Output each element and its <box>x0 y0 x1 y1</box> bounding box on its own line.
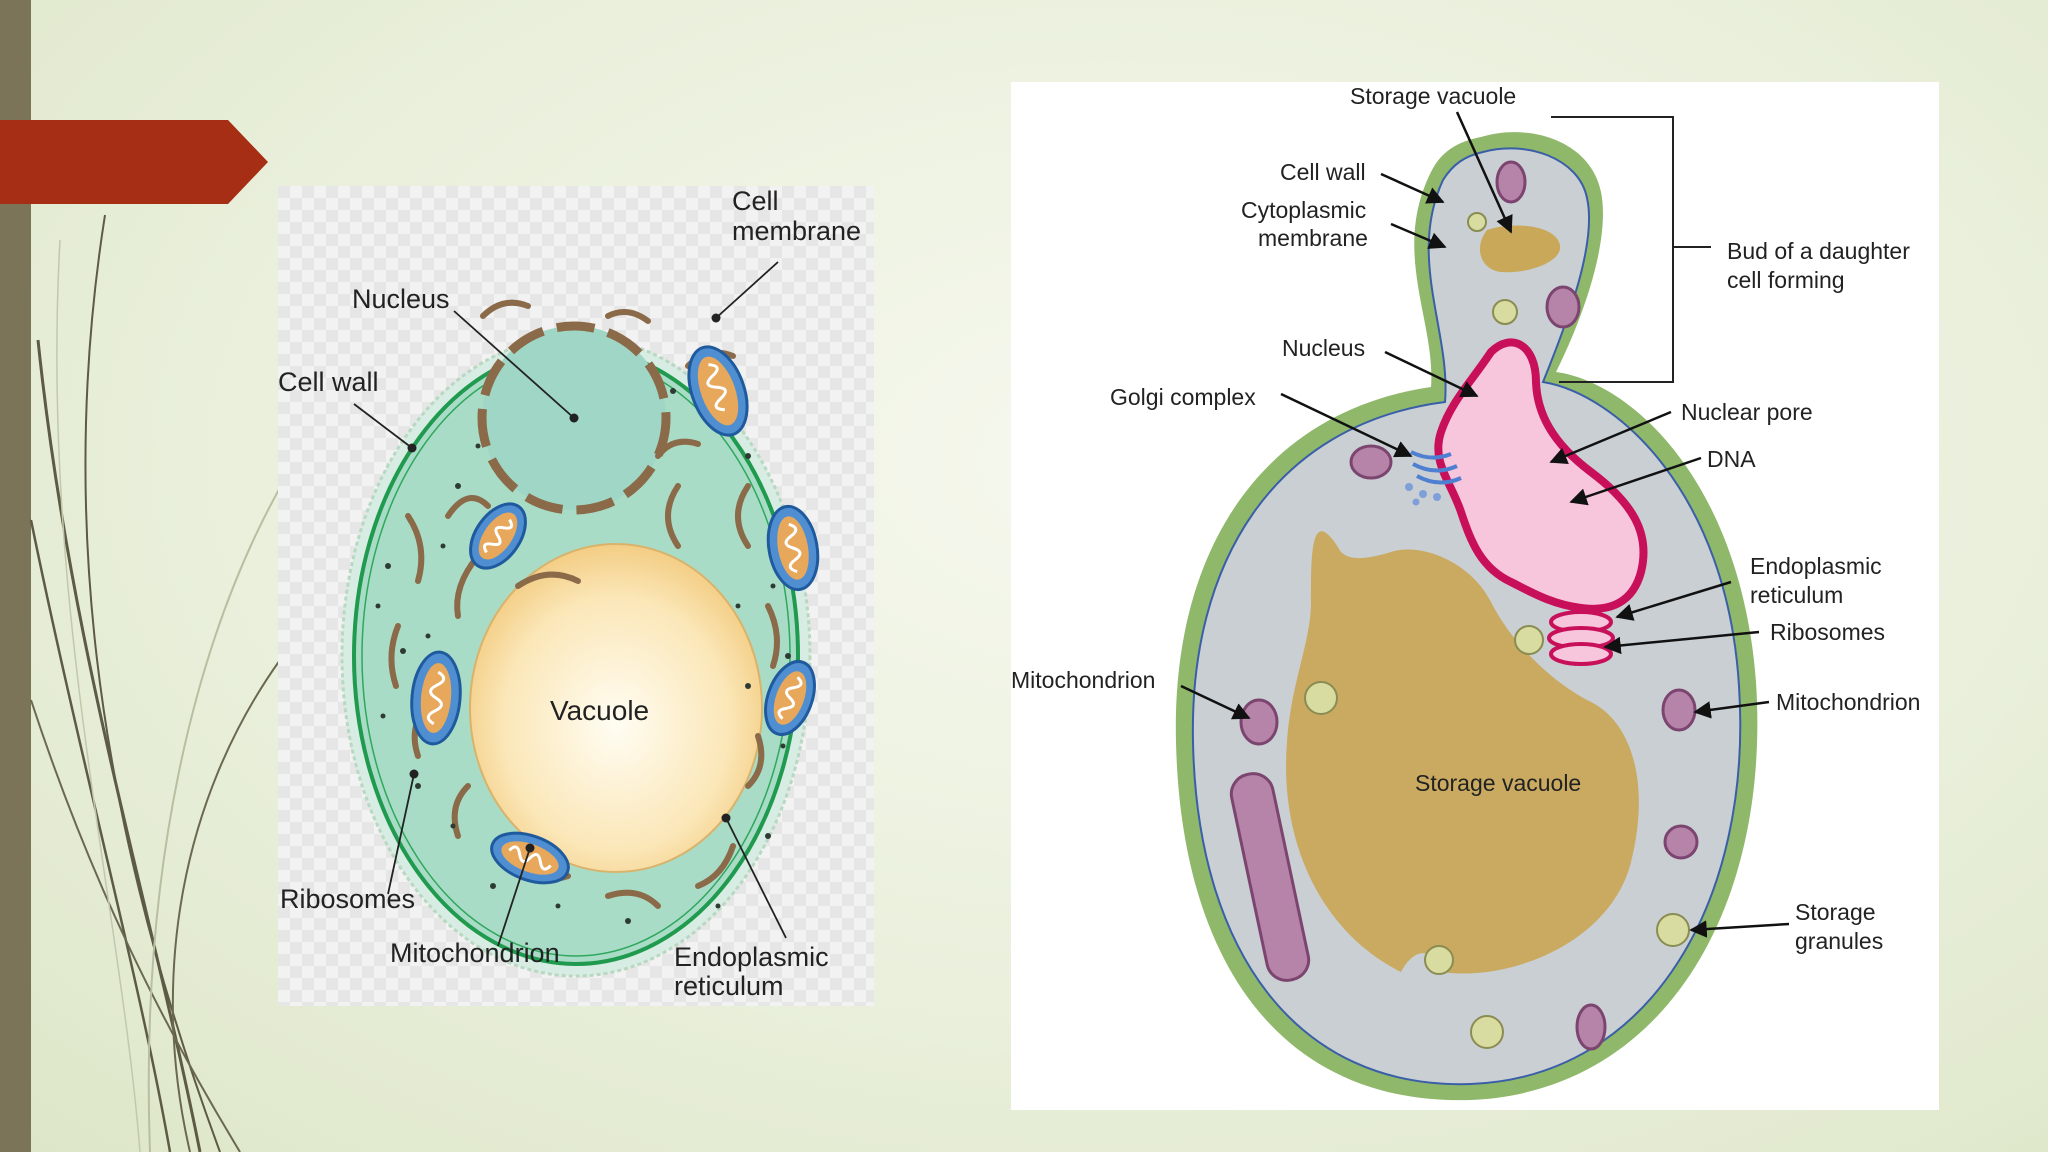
label-cell-membrane: Cell membrane <box>732 186 861 246</box>
bud-bracket <box>1551 116 1711 383</box>
decorative-swooshes <box>29 214 291 1152</box>
label-nuclear-pore: Nuclear pore <box>1681 399 1813 425</box>
main-storage-vacuole-shape <box>1286 531 1639 974</box>
golgi-complex-shape <box>1410 450 1462 485</box>
mitochondria-shapes <box>410 345 820 885</box>
label-cell-wall: Cell wall <box>278 367 379 397</box>
label-storage-granules: Storage granules <box>1795 899 1883 954</box>
label-dna: DNA <box>1707 446 1756 472</box>
label-endoplasmic-reticulum-right: Endoplasmic reticulum <box>1750 553 1888 608</box>
right-labels: Storage vacuole Cell wall Cytoplasmic me… <box>1011 83 1920 954</box>
accent-arrow-tab <box>0 120 268 204</box>
label-ribosomes: Ribosomes <box>280 884 415 914</box>
bud-storage-vacuole-shape <box>1479 225 1561 273</box>
label-storage-vacuole-top: Storage vacuole <box>1350 83 1516 109</box>
yeast-er-shape <box>1547 610 1615 666</box>
label-golgi-complex: Golgi complex <box>1110 384 1256 410</box>
label-cytoplasmic-membrane: Cytoplasmic membrane <box>1241 197 1373 251</box>
vacuole-shape <box>469 543 763 873</box>
label-vacuole: Vacuole <box>550 695 649 726</box>
label-bud-daughter-cell: Bud of a daughter cell forming <box>1727 238 1916 293</box>
fungal-cell-diagram: Cell membrane Nucleus Cell wall Vacuole … <box>278 186 874 1006</box>
label-nucleus-right: Nucleus <box>1282 335 1365 361</box>
right-leader-arrows <box>1180 111 1790 938</box>
label-storage-vacuole-main: Storage vacuole <box>1415 770 1581 796</box>
yeast-cell-diagram: Storage vacuole Cell wall Cytoplasmic me… <box>1011 82 1939 1110</box>
label-endoplasmic-reticulum: Endoplasmic reticulum <box>674 942 836 1001</box>
label-nucleus: Nucleus <box>352 284 450 314</box>
label-mitochondrion-right: Mitochondrion <box>1776 689 1920 715</box>
golgi-vesicles <box>1405 483 1441 506</box>
nucleus-shape <box>1434 338 1648 613</box>
label-ribosomes-right: Ribosomes <box>1770 619 1885 645</box>
label-cell-wall-right: Cell wall <box>1280 159 1366 185</box>
label-mitochondrion-left: Mitochondrion <box>1011 667 1155 693</box>
left-leader-dots <box>407 313 731 853</box>
storage-granules-shapes <box>1304 212 1690 1049</box>
yeast-mitochondria-shapes <box>1229 160 1699 1051</box>
left-leader-lines <box>353 261 787 947</box>
label-mitochondrion: Mitochondrion <box>390 938 560 968</box>
